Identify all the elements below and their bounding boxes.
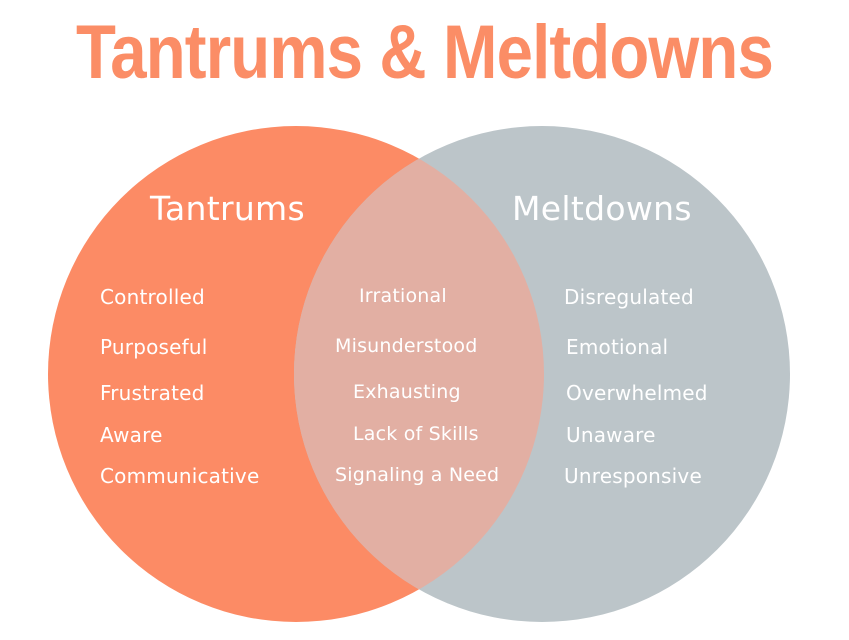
tantrums-item: Aware [100,423,163,447]
meltdowns-item: Unaware [566,423,656,447]
tantrums-item: Controlled [100,285,205,309]
meltdowns-item: Emotional [566,335,669,359]
overlap-item: Lack of Skills [353,423,479,445]
overlap-item: Exhausting [353,381,461,403]
overlap-item: Misunderstood [335,335,478,357]
cropped-top-text: ·· · [396,0,456,4]
tantrums-item: Communicative [100,464,260,488]
tantrums-title: Tantrums [150,189,305,228]
overlap-item: Signaling a Need [335,464,500,486]
page-title: Tantrums & Meltdowns [76,10,774,95]
meltdowns-title: Meltdowns [512,189,692,228]
overlap-region [294,126,544,622]
meltdowns-item: Disregulated [564,285,694,309]
tantrums-item: Frustrated [100,381,205,405]
meltdowns-item: Unresponsive [564,464,702,488]
tantrums-item: Purposeful [100,335,208,359]
meltdowns-item: Overwhelmed [566,381,708,405]
overlap-item: Irrational [359,285,447,307]
